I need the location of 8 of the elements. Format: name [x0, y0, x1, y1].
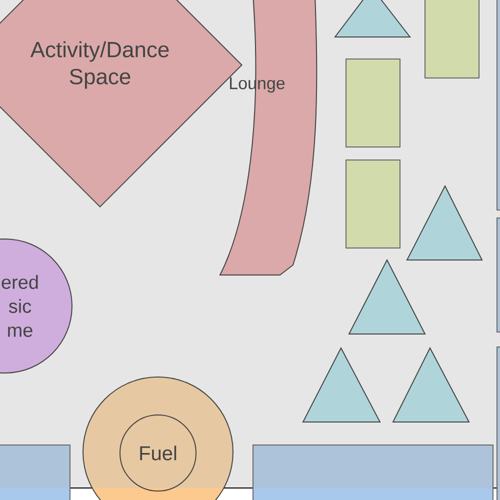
table-rectangle	[0, 444, 70, 500]
wall-bar	[496, 218, 500, 332]
table-rectangle	[346, 58, 400, 148]
fuel-zone-circle	[82, 376, 234, 500]
table-rectangle	[346, 160, 400, 248]
wall-bar	[496, 0, 500, 210]
wall-bar	[496, 346, 500, 500]
table-rectangle	[252, 444, 494, 500]
